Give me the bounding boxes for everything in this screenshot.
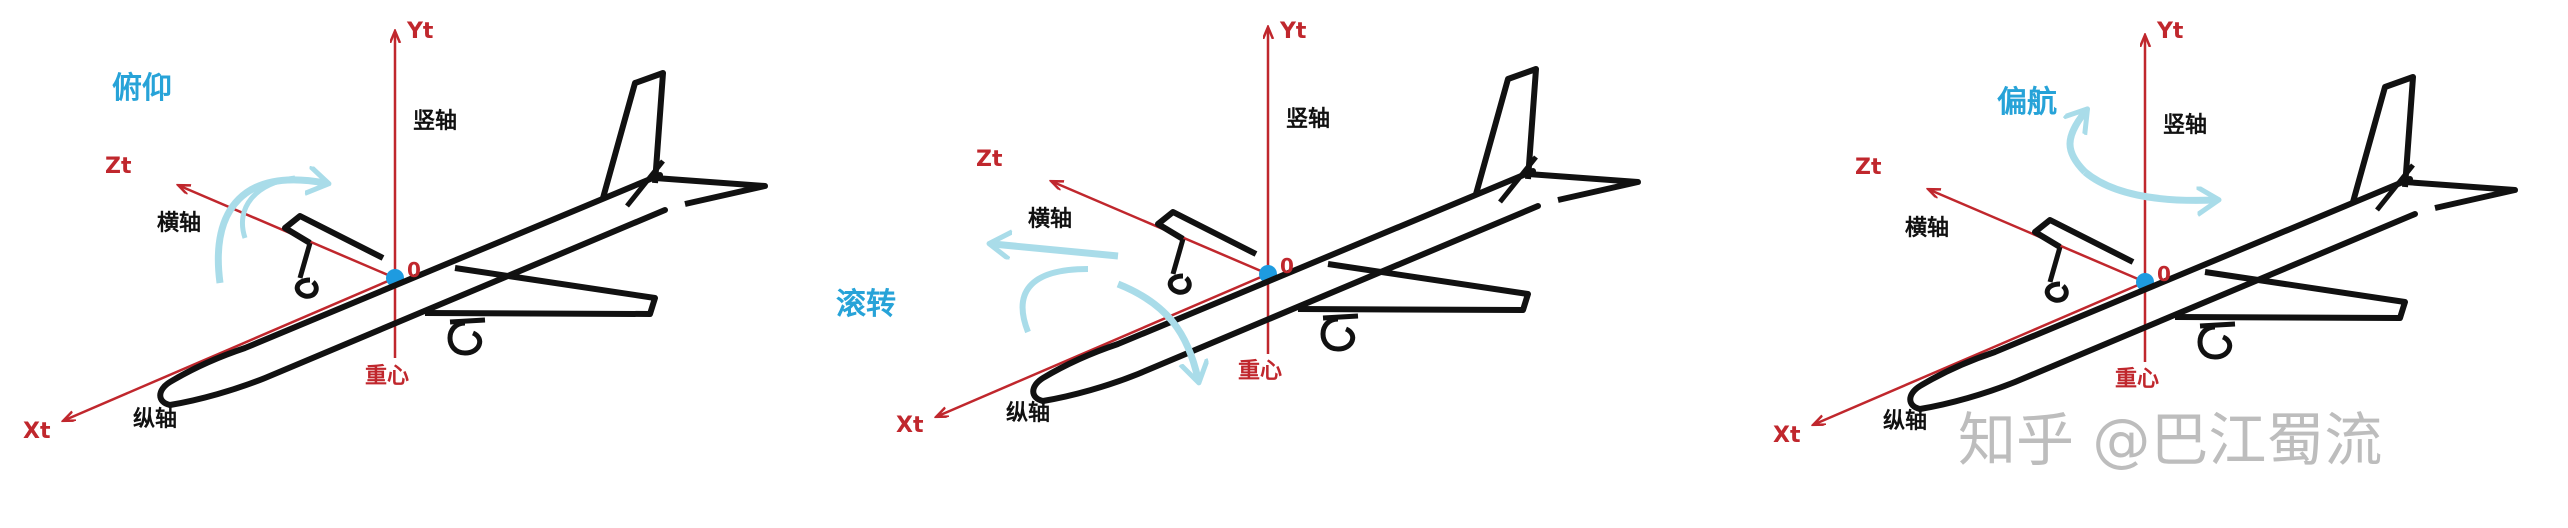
origin-label: 0 (407, 258, 421, 282)
longitudinal-axis-label: 纵轴 (1006, 400, 1050, 426)
xt-label: Xt (23, 419, 51, 444)
xt-label: Xt (1773, 423, 1801, 448)
motion-label-pitch: 俯仰 (112, 71, 172, 106)
longitudinal-axis-label: 纵轴 (1883, 408, 1927, 434)
vertical-axis-label: 竖轴 (1286, 106, 1330, 132)
xt-label: Xt (896, 413, 924, 438)
zt-label: Zt (1855, 155, 1882, 180)
motion-label-roll: 滚转 (836, 287, 896, 322)
center-of-gravity-label: 重心 (1238, 359, 1282, 384)
center-of-gravity-label: 重心 (365, 364, 409, 389)
airplane-drawing (160, 73, 765, 405)
vertical-axis-label: 竖轴 (413, 108, 457, 134)
watermark: 知乎 @巴江蜀流 (1958, 406, 2382, 474)
origin-label: 0 (1280, 254, 1294, 278)
panel-roll: Yt Zt Xt 竖轴 横轴 纵轴 0 重心 滚转 (836, 19, 1638, 438)
yt-label: Yt (1279, 19, 1307, 44)
airplane-drawing (1910, 77, 2515, 409)
pitch-arrow-return-icon (239, 175, 296, 239)
origin-label: 0 (2157, 262, 2171, 286)
yt-label: Yt (2156, 19, 2184, 44)
roll-arrow-right-icon (1116, 280, 1198, 379)
yaw-arrow-forward-icon (2082, 169, 2215, 200)
panel-pitch: Yt Zt Xt 竖轴 横轴 纵轴 0 重心 俯仰 (23, 19, 765, 444)
panel-yaw: Yt Zt Xt 竖轴 横轴 纵轴 0 重心 偏航 (1773, 19, 2515, 448)
lateral-axis-label: 横轴 (1028, 206, 1072, 232)
vertical-axis-label: 竖轴 (2163, 112, 2207, 138)
roll-arrow-icon (1019, 266, 1089, 334)
yaw-arrow-icon (2070, 112, 2085, 175)
longitudinal-axis-label: 纵轴 (133, 406, 177, 432)
roll-arrow-left-icon (993, 244, 1119, 256)
motion-label-yaw: 偏航 (1997, 85, 2057, 120)
zt-label: Zt (976, 147, 1003, 172)
airplane-drawing (1033, 69, 1638, 401)
lateral-axis-label: 横轴 (1905, 215, 1949, 241)
center-of-gravity-label: 重心 (2115, 367, 2159, 392)
pitch-arrow-icon (214, 180, 325, 284)
yt-label: Yt (406, 19, 434, 44)
lateral-axis-label: 横轴 (157, 210, 201, 236)
zt-label: Zt (105, 154, 132, 179)
